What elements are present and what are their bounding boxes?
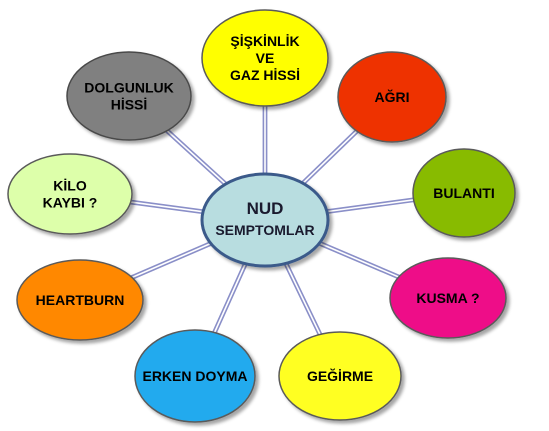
node-siskinlik-bubble	[201, 9, 329, 107]
node-heartburn: HEARTBURN	[16, 259, 144, 341]
node-kusma-label-1: KUSMA ?	[416, 290, 479, 306]
node-erken-doyma-bubble	[134, 329, 256, 423]
node-gegirme-label-1: GEĞİRME	[307, 367, 373, 384]
node-siskinlik-label-3: GAZ HİSSİ	[230, 67, 300, 83]
node-agri-label-1: AĞRI	[375, 88, 410, 105]
node-bulanti-bubble	[412, 148, 516, 238]
node-agri-bubble	[337, 51, 447, 143]
node-erken-doyma-label-1: ERKEN DOYMA	[142, 368, 247, 384]
node-siskinlik-label-1: ŞİŞKİNLİK	[230, 33, 299, 49]
node-erken-doyma: ERKEN DOYMA	[134, 329, 256, 423]
center-node-label-1: NUD	[247, 199, 284, 218]
node-dolgunluk-label-1: DOLGUNLUK	[84, 80, 173, 96]
node-kilo-kaybi-label-2: KAYBI ?	[43, 195, 98, 211]
node-kusma: KUSMA ?	[389, 257, 507, 339]
center-node-label-2: SEMPTOMLAR	[215, 222, 314, 238]
node-bulanti-label-1: BULANTI	[433, 185, 494, 201]
node-heartburn-label-1: HEARTBURN	[36, 292, 125, 308]
node-kilo-kaybi-bubble	[7, 153, 133, 235]
node-kilo-kaybi-label-1: KİLO	[53, 178, 87, 194]
node-kusma-bubble	[389, 257, 507, 339]
center-node-bubble	[200, 172, 330, 268]
node-gegirme: GEĞİRME	[278, 331, 402, 421]
node-agri: AĞRI	[337, 51, 447, 143]
node-siskinlik-label-2: VE	[256, 50, 275, 66]
node-dolgunluk-bubble	[66, 51, 192, 141]
center-layer: NUD SEMPTOMLAR	[200, 172, 330, 268]
node-gegirme-bubble	[278, 331, 402, 421]
center-node: NUD SEMPTOMLAR	[200, 172, 330, 268]
node-heartburn-bubble	[16, 259, 144, 341]
node-dolgunluk-label-2: HİSSİ	[111, 97, 148, 113]
node-bulanti: BULANTI	[412, 148, 516, 238]
